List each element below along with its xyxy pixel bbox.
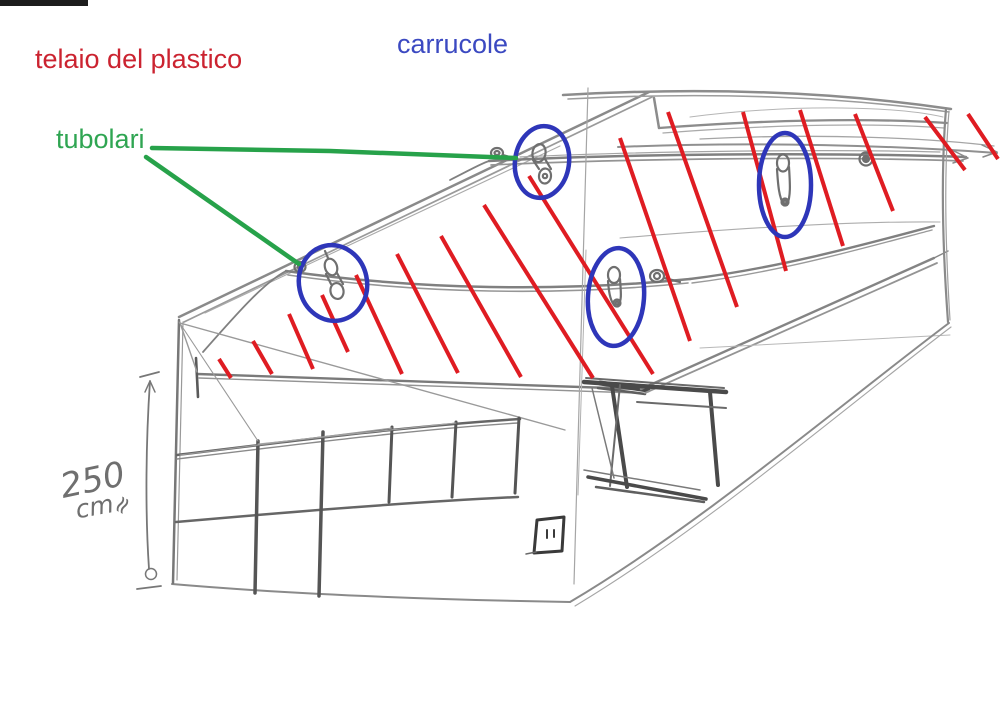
plastic-frame-line [666,111,739,308]
dimension-text: 250 cm ≈ [57,454,139,524]
label-tubolari: tubolari [56,124,145,154]
right-eave [639,250,951,394]
plastic-frame-line [439,235,523,378]
plastic-frame-line [853,113,895,212]
scan-smudge [0,0,88,6]
pulley-glyph [775,153,791,207]
plastic-frame-line [395,253,460,374]
right-corner-post [941,107,951,324]
pulley-glyph [606,265,622,308]
middle-vertical-line [573,87,589,585]
leader-line-upper-rail [149,145,519,161]
pulley-circle [585,245,647,349]
plastic-frame-line [618,137,692,342]
dimension-unit: cm [73,489,116,524]
plastic-frame-line [798,109,845,247]
pencil-structure [171,87,998,607]
outlet-box [525,515,566,555]
plastic-frame-line [923,115,967,172]
window-frame [581,377,729,504]
pulley-glyph [531,142,553,185]
plastic-frame-lines [217,109,1000,380]
pulley-circle [756,130,814,240]
leader-line-lower-rail [143,154,302,267]
roof-top-strip [561,89,953,134]
plastic-frame-line [741,111,788,272]
plastic-frame-line [482,203,595,380]
arrow-right-icon [951,149,969,164]
upper-tubular-rail [449,150,968,181]
roof-gable-edge [177,90,653,323]
tubolari-leader-lines [143,145,519,267]
front-rail [178,319,651,399]
plastic-frame-line [354,274,404,375]
plastic-frame-line [217,357,233,380]
back-band [617,135,998,154]
dimension-foot-icon [144,567,158,581]
pulley-circles [296,123,814,349]
label-carrucole: carrucole [397,29,508,59]
plastic-frame-line [287,313,315,370]
label-telaio-del-plastico: telaio del plastico [35,44,242,74]
left-wall-panels [171,318,566,598]
pulley-glyph [323,249,345,301]
bottom-edges [171,322,952,607]
pulley-circle [296,242,370,324]
plastic-frame-line [320,294,350,353]
pulley-glyphs [293,142,874,308]
plastic-frame-line [966,112,1000,161]
plastic-frame-line [251,340,274,375]
dimension-annotation [136,371,162,590]
dimension-arrow-top-icon [144,380,156,393]
